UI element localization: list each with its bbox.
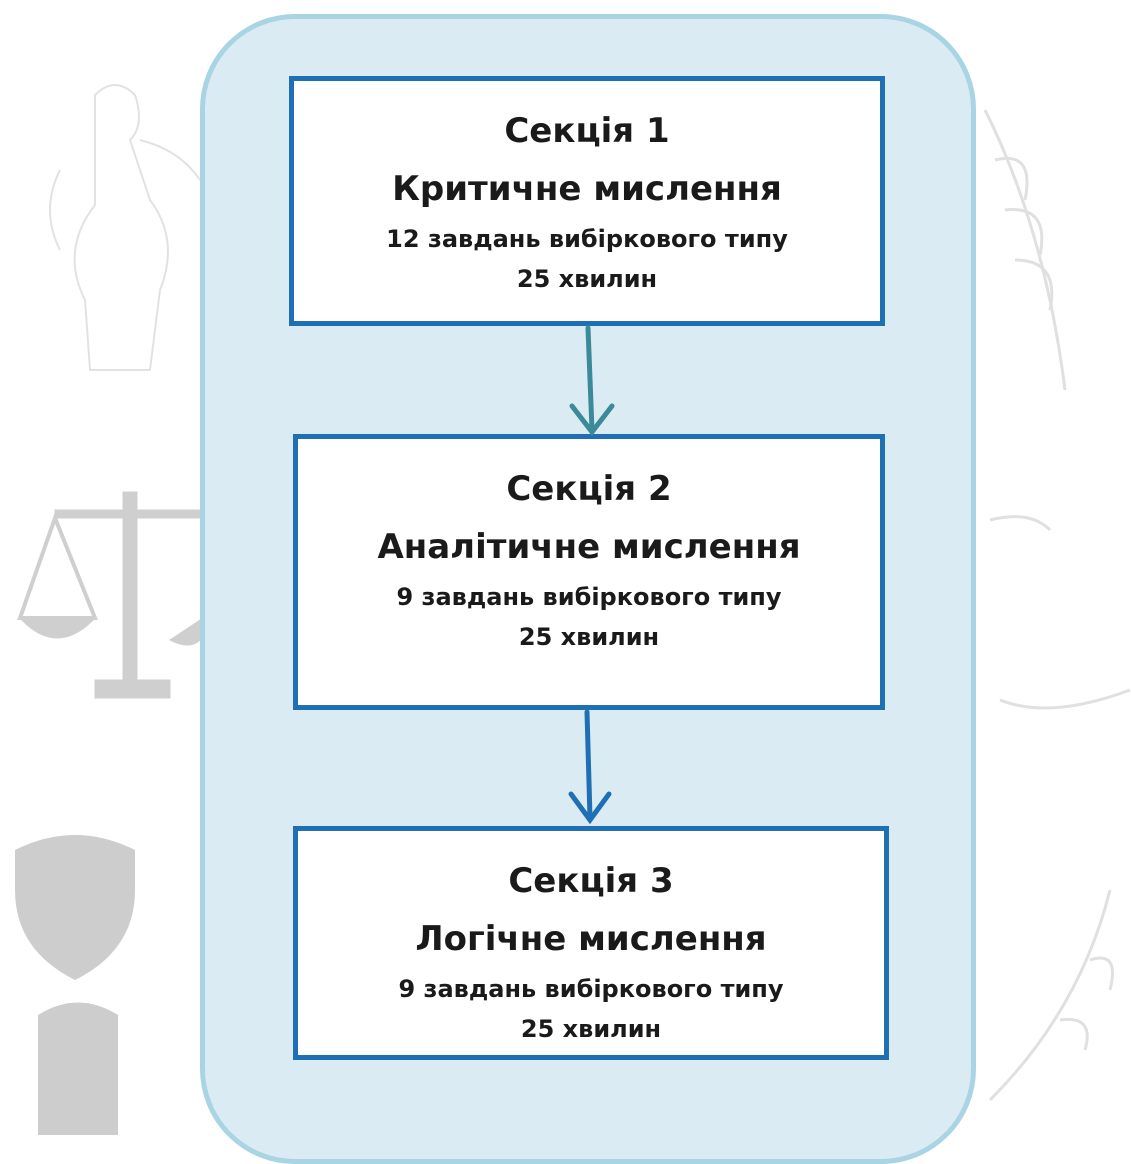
- section-2-title: Секція 2: [506, 469, 672, 509]
- justice-statue-icon: [49, 84, 201, 371]
- section-3-name: Логічне мислення: [415, 919, 767, 959]
- section-1-name: Критичне мислення: [392, 169, 782, 209]
- section-2-time: 25 хвилин: [518, 623, 660, 651]
- section-3-time: 25 хвилин: [520, 1015, 662, 1043]
- section-1-tasks: 12 завдань вибіркового типу: [386, 225, 788, 253]
- section-2-tasks: 9 завдань вибіркового типу: [396, 583, 782, 611]
- scales-icon: [17, 491, 201, 699]
- section-3-box: Секція 3 Логічне мислення 9 завдань вибі…: [293, 826, 889, 1060]
- section-3-title: Секція 3: [508, 861, 674, 901]
- section-1-box: Секція 1 Критичне мислення 12 завдань ви…: [289, 76, 885, 326]
- background-watermark: [15, 84, 1131, 1135]
- section-2-name: Аналітичне мислення: [377, 527, 801, 567]
- section-3-tasks: 9 завдань вибіркового типу: [398, 975, 784, 1003]
- section-1-title: Секція 1: [504, 111, 670, 151]
- section-2-box: Секція 2 Аналітичне мислення 9 завдань в…: [293, 434, 885, 710]
- laurel-branch-icon: [983, 109, 1131, 1102]
- shield-icon: [15, 835, 135, 1135]
- section-1-time: 25 хвилин: [516, 265, 658, 293]
